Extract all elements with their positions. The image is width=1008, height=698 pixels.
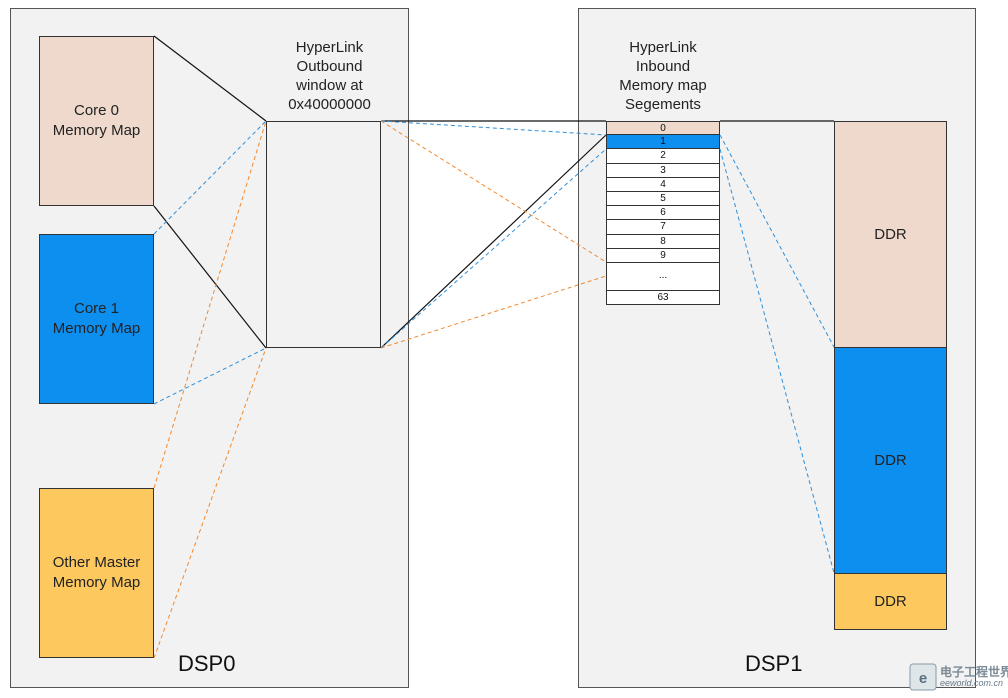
core1-memory-map: Core 1 Memory Map bbox=[39, 234, 154, 404]
inbound-segment-10: ... bbox=[606, 262, 720, 291]
eeworld-logo-icon: e bbox=[909, 663, 937, 691]
outbound-to-seg1-top bbox=[380, 120, 607, 136]
core0-memory-map-label: Core 0 Memory Map bbox=[52, 102, 141, 139]
inbound-segment-6: 6 bbox=[606, 206, 720, 221]
ddr-block-core1: DDR bbox=[834, 347, 947, 574]
outbound-to-seg9-top bbox=[380, 120, 607, 263]
inbound-segment-11: 63 bbox=[606, 290, 720, 306]
watermark-url: eeworld.com.cn bbox=[940, 678, 1004, 688]
ddr-block-other: DDR bbox=[834, 573, 947, 630]
ddr-block-core0: DDR bbox=[834, 121, 947, 348]
inbound-segment-0: 0 bbox=[606, 121, 720, 136]
ddr-label-3: DDR bbox=[874, 592, 907, 610]
outbound-to-seg1-bottom bbox=[380, 148, 607, 349]
core0-to-outbound-top bbox=[153, 35, 267, 122]
other-to-outbound-bottom bbox=[153, 347, 267, 659]
outbound-to-seg9-bottom bbox=[380, 275, 607, 349]
other-to-outbound-top bbox=[153, 120, 267, 489]
core1-memory-map-label: Core 1 Memory Map bbox=[52, 300, 141, 337]
inbound-segment-9: 9 bbox=[606, 248, 720, 263]
core1-to-outbound-top bbox=[153, 120, 267, 235]
ddr-label-2: DDR bbox=[874, 451, 907, 469]
other-master-memory-map: Other Master Memory Map bbox=[39, 488, 154, 658]
seg1-to-ddr-top bbox=[719, 134, 835, 348]
inbound-segment-8: 8 bbox=[606, 234, 720, 249]
outbound-window-title: HyperLink Outbound window at 0x40000000 bbox=[288, 39, 371, 113]
inbound-segment-4: 4 bbox=[606, 177, 720, 192]
inbound-segment-2: 2 bbox=[606, 149, 720, 164]
core0-to-outbound-bottom bbox=[153, 205, 267, 349]
outbound-to-seg0-bottom bbox=[380, 134, 607, 349]
eeworld-watermark: e 电子工程世界 eeworld.com.cn bbox=[908, 662, 1008, 692]
svg-text:e: e bbox=[919, 670, 927, 687]
watermark-name: 电子工程世界 bbox=[940, 665, 1008, 679]
core0-memory-map: Core 0 Memory Map bbox=[39, 36, 154, 206]
dsp0-label: DSP0 bbox=[178, 651, 236, 676]
inbound-segment-7: 7 bbox=[606, 220, 720, 235]
other-master-memory-map-label: Other Master Memory Map bbox=[52, 554, 141, 591]
outbound-window bbox=[266, 121, 381, 348]
inbound-segment-1: 1 bbox=[606, 135, 720, 150]
inbound-segments-title: HyperLink Inbound Memory map Segements bbox=[619, 39, 707, 113]
ddr-label-1: DDR bbox=[874, 225, 907, 243]
inbound-segment-5: 5 bbox=[606, 191, 720, 207]
seg1-to-ddr-bottom bbox=[719, 148, 835, 574]
dsp1-label: DSP1 bbox=[745, 651, 803, 676]
inbound-segment-3: 3 bbox=[606, 163, 720, 178]
core1-to-outbound-bottom bbox=[153, 347, 267, 405]
